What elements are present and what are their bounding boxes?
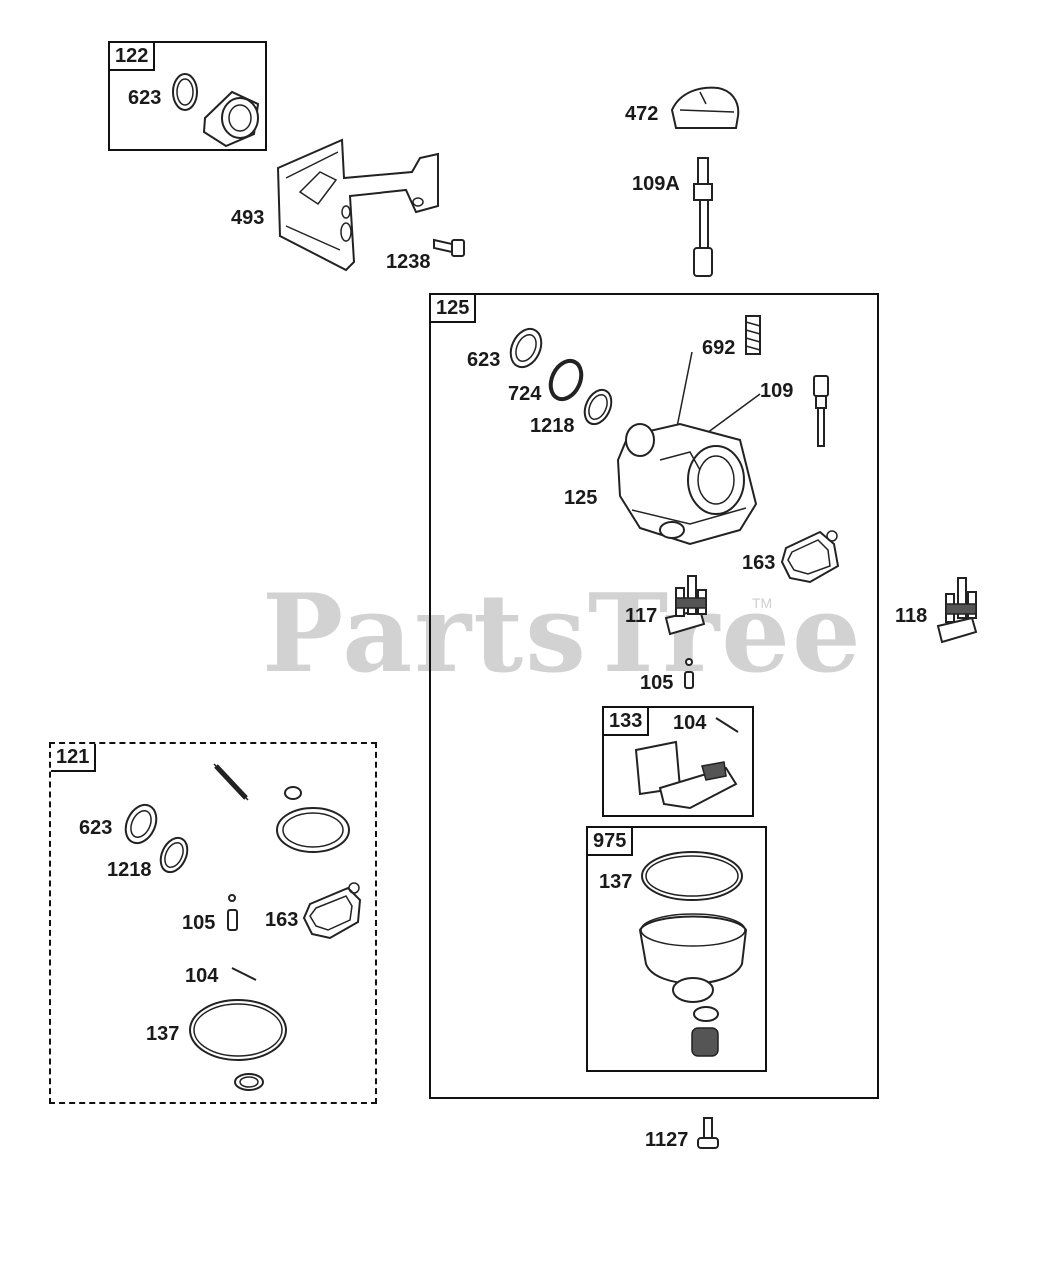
callout-1238: 1238 bbox=[386, 251, 431, 273]
kit-id-975: 975 bbox=[588, 828, 634, 856]
watermark-trademark: TM bbox=[752, 595, 773, 611]
kit-box-133: 133 bbox=[602, 706, 754, 817]
washer-kit121 bbox=[284, 786, 302, 800]
pin-104-kit121 bbox=[231, 967, 257, 981]
kit-id-122: 122 bbox=[110, 43, 156, 71]
callout-692: 692 bbox=[702, 337, 736, 359]
assembly-id-125: 125 bbox=[431, 295, 477, 323]
callout-137-kit121: 137 bbox=[146, 1023, 180, 1045]
callout-1127: 1127 bbox=[645, 1129, 689, 1151]
callout-623-kit122: 623 bbox=[128, 87, 162, 109]
kit-id-121: 121 bbox=[51, 744, 97, 772]
fuel-valve-117 bbox=[664, 575, 707, 636]
fuel-valve-118 bbox=[936, 577, 978, 644]
o-ring-623-kit122 bbox=[172, 73, 198, 111]
callout-109: 109 bbox=[760, 380, 794, 402]
callout-1218-assy125: 1218 bbox=[530, 415, 575, 437]
callout-137-kit975: 137 bbox=[599, 871, 633, 893]
gasket-163-kit121 bbox=[302, 882, 362, 940]
callout-118: 118 bbox=[895, 605, 928, 627]
callout-493: 493 bbox=[231, 207, 265, 229]
o-ring-137-kit121 bbox=[189, 999, 287, 1061]
float-bowl-975 bbox=[638, 913, 748, 1057]
callout-125: 125 bbox=[564, 487, 598, 509]
gasket-724 bbox=[548, 358, 584, 402]
o-ring-137-kit975 bbox=[641, 851, 743, 901]
shaft-109a bbox=[693, 157, 713, 277]
o-ring-large-kit121 bbox=[276, 807, 350, 853]
kit-id-133: 133 bbox=[604, 708, 650, 736]
callout-105-assy125: 105 bbox=[640, 672, 674, 694]
watermark: PartsTree bbox=[262, 571, 863, 697]
callout-724: 724 bbox=[508, 383, 542, 405]
knob-472 bbox=[670, 86, 740, 129]
callout-623-assy125: 623 bbox=[467, 349, 501, 371]
ring-1218-kit121 bbox=[159, 836, 189, 874]
spring-kit121 bbox=[213, 763, 249, 801]
screw-1238 bbox=[433, 238, 465, 257]
washer-small-kit121 bbox=[234, 1073, 264, 1091]
callout-472: 472 bbox=[625, 103, 659, 125]
spring-692 bbox=[745, 315, 761, 355]
callout-104-kit133: 104 bbox=[673, 712, 707, 734]
needle-105-kit121 bbox=[227, 894, 238, 931]
kit-box-975: 975 bbox=[586, 826, 767, 1072]
kit-box-121: 121 bbox=[49, 742, 377, 1104]
intake-adapter-122 bbox=[202, 90, 260, 148]
leader-line-692 bbox=[675, 351, 693, 433]
callout-1218-kit121: 1218 bbox=[107, 859, 152, 881]
callout-117: 117 bbox=[625, 605, 658, 627]
callout-104-kit121: 104 bbox=[185, 965, 219, 987]
callout-163-assy125: 163 bbox=[742, 552, 776, 574]
kit-box-122: 122 bbox=[108, 41, 267, 151]
assembly-box-125: 125 bbox=[429, 293, 879, 1099]
needle-105-assy125 bbox=[684, 658, 694, 689]
shaft-109 bbox=[813, 375, 829, 447]
screw-1127 bbox=[697, 1117, 719, 1149]
float-133 bbox=[634, 740, 738, 810]
callout-623-kit121: 623 bbox=[79, 817, 113, 839]
carburetor-125 bbox=[616, 422, 758, 546]
o-ring-623-kit121 bbox=[124, 803, 158, 845]
ring-1218-assy125 bbox=[583, 388, 613, 426]
o-ring-623-assy125 bbox=[509, 327, 543, 369]
gasket-163-assy125 bbox=[780, 530, 840, 584]
callout-163-kit121: 163 bbox=[265, 909, 299, 931]
callout-105-kit121: 105 bbox=[182, 912, 216, 934]
callout-109a: 109A bbox=[632, 173, 680, 195]
pin-104-kit133 bbox=[715, 717, 739, 733]
bracket-493 bbox=[276, 138, 439, 272]
